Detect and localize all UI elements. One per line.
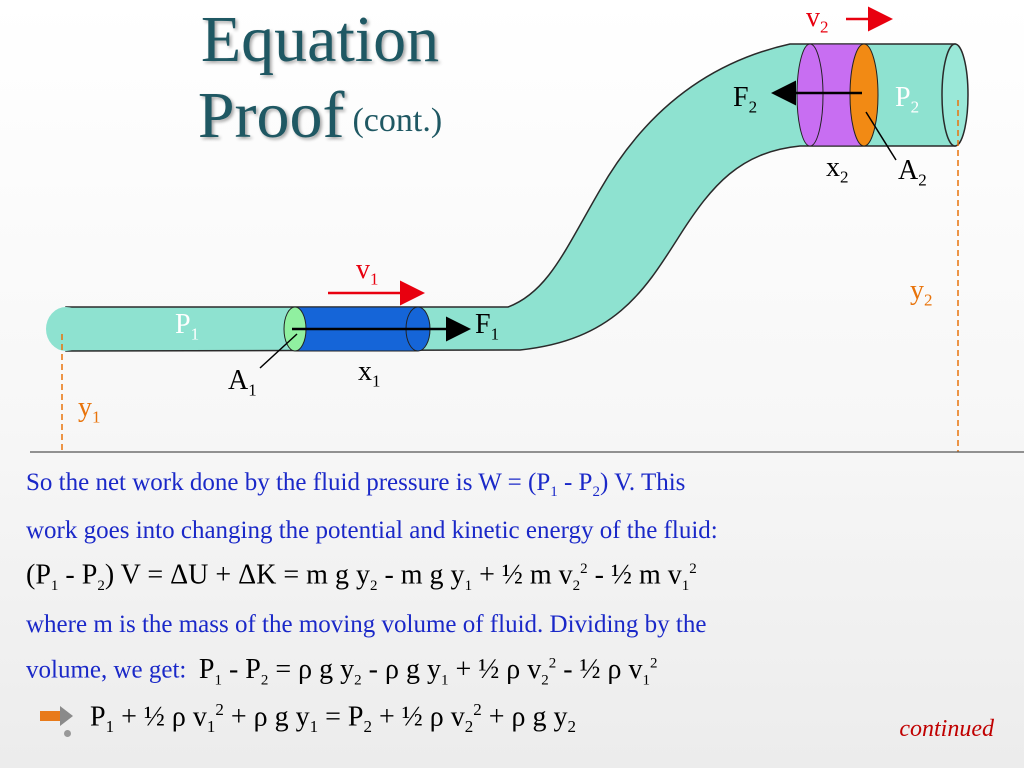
title-proof: Proof: [197, 79, 345, 152]
label-f1: F1: [475, 309, 500, 344]
label-v2: v2: [806, 2, 829, 37]
bullet-dot: [64, 730, 71, 737]
area-1-leader: [259, 333, 298, 369]
area-2-leader: [865, 111, 897, 161]
label-x2: x2: [826, 152, 849, 187]
label-p1: P1: [175, 309, 200, 344]
title-line-2: Proof(cont.): [140, 78, 500, 159]
bernoulli-equation: P1 + ½ ρ v12 + ρ g y1 = P2 + ½ ρ v22 + ρ…: [40, 700, 576, 737]
text-line-1: So the net work done by the fluid pressu…: [26, 469, 686, 500]
label-y1: y1: [78, 392, 101, 427]
arrow-bullet-icon: [40, 706, 73, 727]
continued-link[interactable]: continued: [899, 716, 994, 742]
label-a2: A2: [898, 155, 927, 190]
pipe-right-end: [941, 43, 969, 147]
label-f2: F2: [733, 82, 758, 117]
text-line-4: where m is the mass of the moving volume…: [26, 610, 707, 638]
pipe-left-end: [46, 307, 86, 351]
text-line-3-equation: (P1 - P2) V = ΔU + ΔK = m g y2 - m g y1 …: [26, 559, 697, 595]
pressure-difference-equation: P1 - P2 = ρ g y2 - ρ g y1 + ½ ρ v22 - ½ …: [198, 653, 658, 689]
label-a1: A1: [228, 365, 257, 400]
label-v1: v1: [356, 254, 379, 289]
slide-title: Equation Proof(cont.): [140, 2, 500, 159]
title-line-1: Equation: [200, 3, 440, 76]
upper-area-disk: [849, 43, 879, 147]
upper-segment-start: [796, 43, 824, 147]
text-line-5: volume, we get: P1 - P2 = ρ g y2 - ρ g y…: [26, 653, 658, 689]
title-sub: (cont.): [352, 102, 443, 139]
pipe-diagram: [30, 6, 1024, 453]
label-x1: x1: [358, 356, 381, 391]
label-y2: y2: [910, 275, 933, 310]
text-line-2: work goes into changing the potential an…: [26, 516, 718, 544]
label-p2: P2: [895, 82, 920, 117]
explanation-text: So the net work done by the fluid pressu…: [26, 464, 1001, 700]
